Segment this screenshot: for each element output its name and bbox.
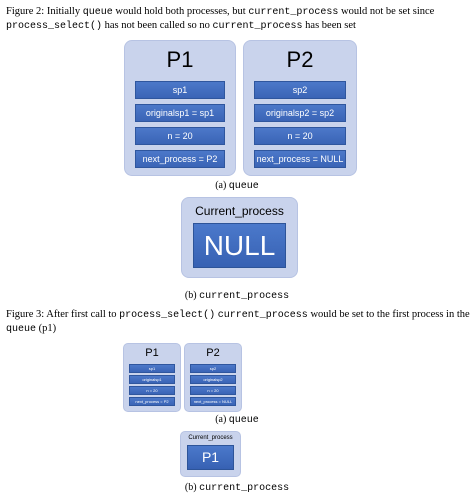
current-process-card-small: Current_process P1 xyxy=(180,431,241,477)
field-sp: sp1 xyxy=(135,81,225,99)
process-title: P1 xyxy=(166,47,194,72)
figure-2b-subcaption: (b) current_process xyxy=(184,290,290,302)
field-n: n = 20 xyxy=(129,386,175,395)
process-title: P2 xyxy=(206,347,220,359)
figure-3-caption: Figure 3: After first call to process_se… xyxy=(6,309,470,335)
figure-3-label: Figure 3: xyxy=(6,309,45,320)
field-n: n = 20 xyxy=(254,127,346,145)
field-next-process: next_process = P2 xyxy=(129,397,175,406)
process-card-p1: P1 sp1 originalsp1 = sp1 n = 20 next_pro… xyxy=(124,40,236,176)
current-process-value: NULL xyxy=(193,223,286,268)
field-sp: sp2 xyxy=(254,81,346,99)
field-next-process: next_process = P2 xyxy=(135,150,225,168)
field-sp: sp2 xyxy=(190,364,236,373)
figure-3a-subcaption: (a) queue xyxy=(215,414,259,426)
field-sp: sp1 xyxy=(129,364,175,373)
field-next-process: next_process = NULL xyxy=(190,397,236,406)
process-title: P1 xyxy=(145,347,159,359)
figure-2-caption: Figure 2: Initially queue would hold bot… xyxy=(6,6,435,32)
field-originalsp: originalsp1 = sp1 xyxy=(135,104,225,122)
process-title: P2 xyxy=(286,47,314,72)
field-originalsp: originalsp1 xyxy=(129,375,175,384)
figure-2-label: Figure 2: xyxy=(6,6,45,17)
field-next-process: next_process = NULL xyxy=(254,150,346,168)
process-card-p2: P2 sp2 originalsp2 = sp2 n = 20 next_pro… xyxy=(243,40,357,176)
field-n: n = 20 xyxy=(190,386,236,395)
field-originalsp: originalsp2 xyxy=(190,375,236,384)
current-process-value: P1 xyxy=(187,445,234,470)
current-process-title: Current_process xyxy=(195,204,284,218)
process-card-p2-small: P2 sp2 originalsp2 n = 20 next_process =… xyxy=(184,343,242,412)
current-process-card: Current_process NULL xyxy=(181,197,298,278)
process-card-p1-small: P1 sp1 originalsp1 n = 20 next_process =… xyxy=(123,343,181,412)
figure-3b-subcaption: (b) current_process xyxy=(184,482,290,494)
current-process-title: Current_process xyxy=(188,435,233,441)
figure-2a-subcaption: (a) queue xyxy=(215,180,259,192)
field-n: n = 20 xyxy=(135,127,225,145)
field-originalsp: originalsp2 = sp2 xyxy=(254,104,346,122)
